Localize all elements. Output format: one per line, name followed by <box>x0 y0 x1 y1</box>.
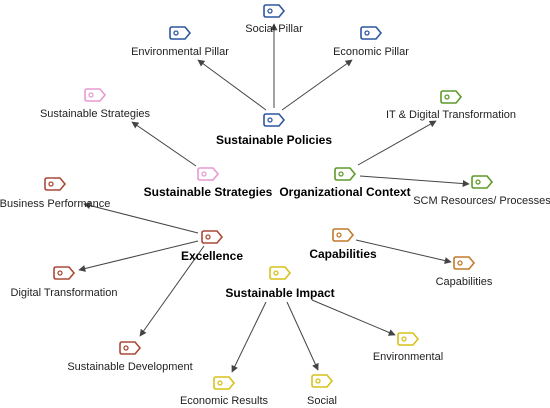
node-organizational-context: Organizational Context <box>279 167 411 199</box>
node-label-digital-transformation: Digital Transformation <box>11 287 118 299</box>
tag-icon <box>263 113 286 127</box>
node-label-sustainable-impact: Sustainable Impact <box>225 286 334 300</box>
tag-icon <box>332 228 355 242</box>
node-economic-pillar: Economic Pillar <box>333 26 409 58</box>
tag-icon <box>119 341 142 355</box>
tag-icon <box>334 167 357 181</box>
tag-icon <box>197 167 220 181</box>
tag-icon <box>397 332 420 346</box>
node-label-sustainable-strategies: Sustainable Strategies <box>144 185 273 199</box>
edge-excellence-to-business-performance <box>83 202 199 234</box>
tag-icon <box>311 374 334 388</box>
node-label-organizational-context: Organizational Context <box>279 185 410 199</box>
edge-sustainable-impact-to-environmental <box>311 299 396 336</box>
node-sustainable-impact: Sustainable Impact <box>225 266 335 300</box>
node-excellence: Excellence <box>181 230 243 263</box>
node-label-it-digital-transformation: IT & Digital Transformation <box>386 109 516 121</box>
edge-sustainable-policies-to-environmental-pillar <box>197 59 267 111</box>
tag-icon <box>53 266 76 280</box>
node-social: Social <box>307 374 337 407</box>
node-label-sustainable-strategies-leaf: Sustainable Strategies <box>40 108 151 120</box>
edge-sustainable-impact-to-social <box>286 301 319 371</box>
node-sustainable-strategies-leaf: Sustainable Strategies <box>40 88 151 120</box>
edge-organizational-context-to-scm-resources <box>359 175 470 188</box>
edge-sustainable-policies-to-economic-pillar <box>281 59 353 111</box>
tag-icon <box>471 175 494 189</box>
tag-icon <box>201 230 224 244</box>
node-economic-results: Economic Results <box>180 376 269 407</box>
node-label-social: Social <box>307 395 337 407</box>
tag-icon <box>360 26 383 40</box>
node-capabilities-leaf: Capabilities <box>436 256 493 288</box>
node-label-business-performance: Business Performance <box>0 198 110 210</box>
node-it-digital-transformation: IT & Digital Transformation <box>386 90 516 121</box>
edge-excellence-to-digital-transformation <box>78 240 199 272</box>
node-scm-resources: SCM Resources/ Processes <box>413 175 550 207</box>
node-label-excellence: Excellence <box>181 249 243 263</box>
node-label-sustainable-development: Sustainable Development <box>67 361 192 373</box>
node-label-social-pillar: Social Pillar <box>245 23 303 35</box>
node-label-sustainable-policies: Sustainable Policies <box>216 133 332 147</box>
node-sustainable-policies: Sustainable Policies <box>216 113 332 147</box>
node-environmental-pillar: Environmental Pillar <box>131 26 229 58</box>
tag-icon <box>44 177 67 191</box>
tag-icon <box>169 26 192 40</box>
tag-icon <box>84 88 107 102</box>
tag-icon <box>440 90 463 104</box>
tag-icon <box>453 256 476 270</box>
tag-icon <box>269 266 292 280</box>
node-capabilities: Capabilities <box>309 228 377 261</box>
edge-organizational-context-to-it-digital-transformation <box>357 120 437 166</box>
tag-icon <box>213 376 236 390</box>
node-label-scm-resources: SCM Resources/ Processes <box>413 195 550 207</box>
edge-capabilities-to-capabilities-leaf <box>355 239 452 264</box>
node-environmental: Environmental <box>373 332 443 363</box>
node-sustainable-development: Sustainable Development <box>67 341 193 373</box>
edge-sustainable-strategies-to-sustainable-strategies-leaf <box>131 121 197 167</box>
edge-excellence-to-sustainable-development <box>139 245 205 337</box>
node-label-environmental: Environmental <box>373 351 443 363</box>
node-digital-transformation: Digital Transformation <box>11 266 118 299</box>
node-social-pillar: Social Pillar <box>245 4 303 35</box>
node-business-performance: Business Performance <box>0 177 110 210</box>
node-label-capabilities-leaf: Capabilities <box>436 276 493 288</box>
node-label-capabilities: Capabilities <box>309 247 377 261</box>
node-label-environmental-pillar: Environmental Pillar <box>131 46 229 58</box>
node-sustainable-strategies: Sustainable Strategies <box>144 167 273 199</box>
node-label-economic-pillar: Economic Pillar <box>333 46 409 58</box>
edges-layer <box>78 23 470 373</box>
edge-sustainable-impact-to-economic-results <box>231 301 267 373</box>
node-label-economic-results: Economic Results <box>180 395 269 407</box>
tag-icon <box>263 4 286 18</box>
